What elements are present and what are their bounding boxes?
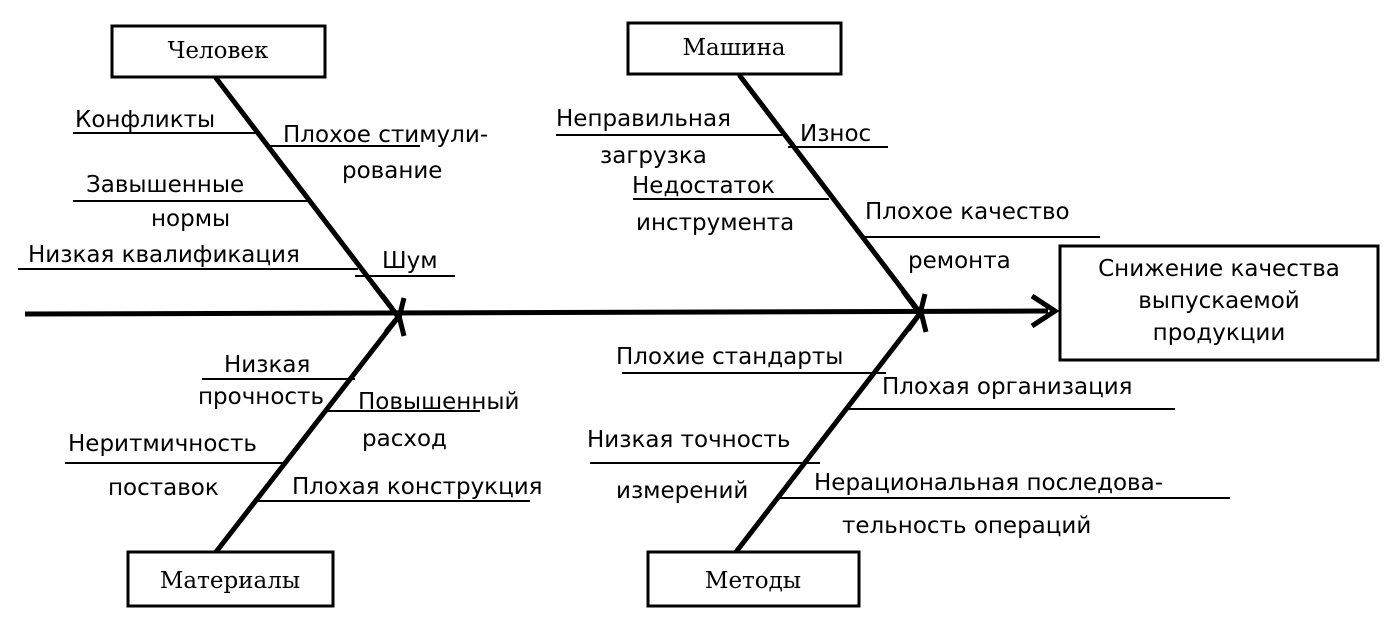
cause-irrational-sequence-line1: Нерациональная последова- (814, 470, 1163, 496)
cause-wrong-loading-line2: загрузка (600, 143, 707, 169)
cause-low-qualification: Низкая квалификация (28, 242, 300, 268)
cause-poor-repair-line2: ремонта (908, 248, 1011, 274)
cause-low-accuracy-line1: Низкая точность (587, 427, 790, 453)
effect-arrowhead (1030, 293, 1060, 329)
effect-label-line2: выпускаемой (1138, 288, 1300, 314)
cause-irregular-supply-line2: поставок (108, 475, 219, 501)
cause-low-accuracy-line2: измерений (616, 478, 748, 504)
main-spine (24, 308, 1049, 317)
cause-poor-incentive-line2: рование (342, 158, 442, 184)
bone-methods (733, 313, 921, 555)
cause-tool-shortage-line2: инструмента (636, 210, 794, 236)
arrow-materials (384, 310, 407, 337)
cause-poor-repair-line1: Плохое качество (865, 199, 1070, 225)
category-label-machine: Машина (682, 35, 785, 61)
bone-person (213, 75, 399, 317)
cause-wrong-loading-line1: Неправильная (556, 106, 731, 132)
arrow-methods (905, 306, 929, 333)
cause-high-consumption-line2: расход (362, 426, 447, 452)
effect-box: Снижение качества выпускаемой продукции (1058, 244, 1380, 362)
cause-high-norms-line1: Завышенные (86, 172, 244, 198)
cause-poor-organization: Плохая организация (882, 374, 1133, 400)
cause-low-strength-line1: Низкая (224, 352, 310, 378)
bone-machine (737, 73, 921, 313)
effect-label-line3: продукции (1153, 320, 1286, 346)
cause-low-strength-line2: прочность (198, 384, 324, 410)
category-box-materials: Материалы (126, 550, 335, 608)
cause-tool-shortage-line1: Недостаток (632, 173, 775, 199)
cause-high-norms-line2: нормы (151, 206, 230, 232)
cause-irregular-supply-line1: Неритмичность (68, 431, 257, 457)
effect-label-line1: Снижение качества (1098, 256, 1340, 282)
cause-conflicts: Конфликты (75, 107, 215, 133)
category-box-methods: Методы (646, 550, 861, 608)
category-label-materials: Материалы (160, 568, 300, 594)
category-box-person: Человек (110, 24, 327, 79)
cause-noise: Шум (382, 248, 438, 274)
category-label-person: Человек (168, 38, 269, 64)
cause-irrational-sequence-line2: тельность операций (842, 513, 1091, 539)
bone-materials (213, 317, 399, 555)
cause-poor-design: Плохая конструкция (292, 474, 543, 500)
cause-wear: Износ (800, 121, 871, 147)
category-label-methods: Методы (705, 568, 801, 594)
cause-poor-standards: Плохие стандарты (616, 344, 843, 370)
category-box-machine: Машина (626, 21, 843, 76)
cause-high-consumption-line1: Повышенный (358, 389, 519, 415)
cause-poor-incentive-line1: Плохое стимули- (283, 122, 488, 148)
